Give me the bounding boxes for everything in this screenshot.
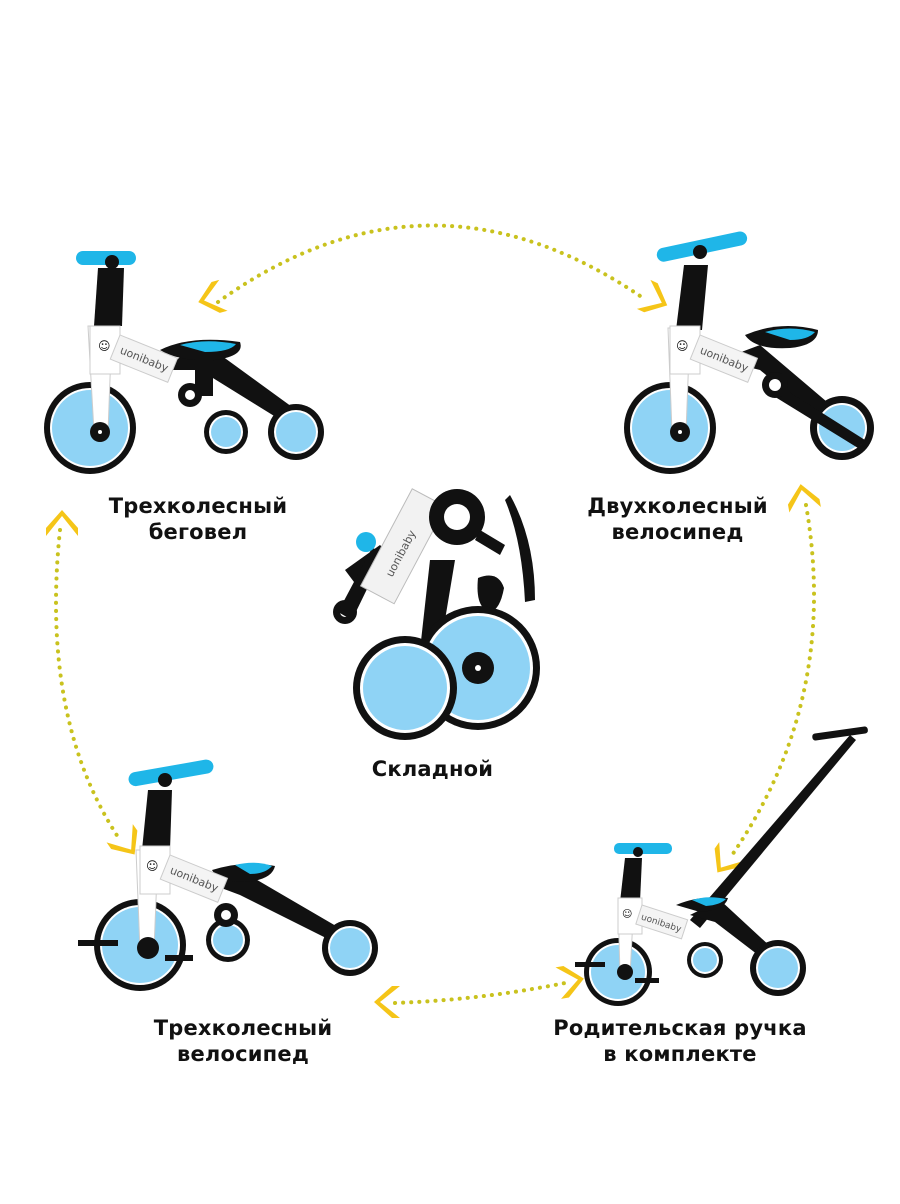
bike-parent-handle-image: ☺ uonibaby xyxy=(575,726,868,1006)
mode-label-parent-handle: Родительская ручка в комплекте xyxy=(540,1015,820,1067)
mode-label-line1: Родительская ручка xyxy=(553,1016,807,1040)
connector-bottom xyxy=(374,962,587,1018)
mode-label-line2: в комплекте xyxy=(603,1042,757,1066)
arrow-head-icon xyxy=(46,510,78,536)
arrow-head-icon xyxy=(194,279,228,318)
mode-label-line2: беговел xyxy=(148,520,248,544)
dotted-arc-left xyxy=(54,528,122,842)
arrow-head-icon xyxy=(784,481,821,513)
wheel-icon xyxy=(268,404,324,460)
parent-handle-icon xyxy=(690,735,856,928)
mode-label-three-wheel-bike: Трехколесный велосипед xyxy=(143,1015,343,1067)
bike-two-wheel-image: ☺ uonibaby xyxy=(624,231,874,474)
mascot-logo-icon: ☺ xyxy=(146,859,159,873)
connector-left xyxy=(46,510,148,864)
connector-top xyxy=(194,223,675,320)
wheel-icon xyxy=(206,918,250,962)
mode-label-line2: велосипед xyxy=(176,1042,309,1066)
dotted-arc-right xyxy=(728,503,816,860)
mode-label-line1: Трехколесный xyxy=(153,1016,333,1040)
wheel-icon xyxy=(44,382,136,474)
dotted-arc-bottom xyxy=(393,981,567,1005)
wheel-icon xyxy=(322,920,378,976)
dotted-arc-top xyxy=(216,223,648,304)
mode-label-line1: Двухколесный xyxy=(587,494,768,518)
pedal-icon xyxy=(165,955,193,961)
mode-label-folded: Складной xyxy=(350,756,515,782)
wheel-icon xyxy=(204,410,248,454)
bike-three-wheel-balance-image: ☺ uonibaby xyxy=(44,251,324,474)
bike-three-wheel-pedal-image: ☺ uonibaby xyxy=(78,759,378,991)
mascot-logo-icon: ☺ xyxy=(622,909,632,920)
mode-label-line2: велосипед xyxy=(611,520,744,544)
arrow-head-icon xyxy=(555,962,587,999)
arrow-head-icon xyxy=(636,279,675,320)
wheel-icon xyxy=(687,942,723,978)
pedal-icon xyxy=(575,962,605,967)
pedal-icon xyxy=(78,940,118,946)
mode-label-three-wheel-balance: Трехколесный беговел xyxy=(98,493,298,545)
mascot-logo-icon: ☺ xyxy=(676,339,689,353)
connector-right xyxy=(704,481,821,882)
mode-label-two-wheel-bike: Двухколесный велосипед xyxy=(575,493,780,545)
wheel-icon xyxy=(624,382,716,474)
mode-label-line1: Трехколесный xyxy=(108,494,288,518)
mascot-logo-icon: ☺ xyxy=(98,339,111,353)
mode-label-line1: Складной xyxy=(371,757,494,781)
pedal-icon xyxy=(635,978,659,983)
wheel-icon xyxy=(750,940,806,996)
bike-folded-image: uonibaby xyxy=(333,488,540,740)
wheel-icon xyxy=(353,636,457,740)
